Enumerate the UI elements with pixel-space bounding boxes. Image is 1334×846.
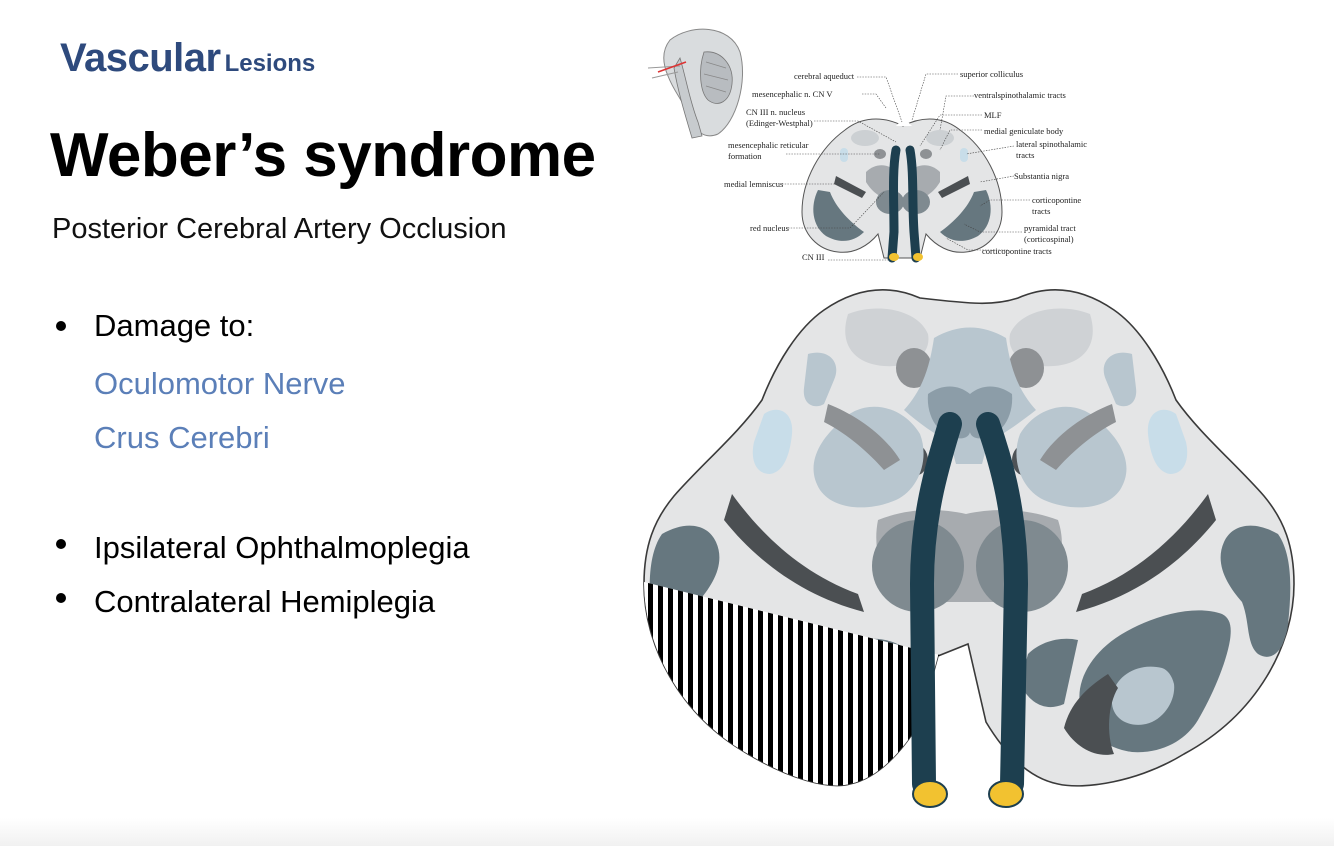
damage-item-oculomotor-nerve: Oculomotor Nerve — [52, 357, 470, 411]
label-edinger-westphal: (Edinger-Westphal) — [746, 118, 813, 128]
label-red-nucleus: red nucleus — [750, 223, 789, 233]
label-reticular-formation-1: mesencephalic reticular — [728, 140, 809, 150]
bullet-dot — [56, 593, 66, 603]
label-medial-geniculate: medial geniculate body — [984, 126, 1064, 136]
slide-footer — [0, 818, 1334, 846]
label-cerebral-aqueduct: cerebral aqueduct — [794, 71, 855, 81]
slide-title: Weber’s syndrome — [50, 120, 596, 191]
damage-item-crus-cerebri: Crus Cerebri — [52, 411, 470, 465]
heading-word-small: Lesions — [225, 50, 316, 77]
label-mlf: MLF — [984, 110, 1002, 120]
label-corticopontine-tracts: corticopontine tracts — [982, 246, 1052, 256]
label-pyramidal-1: pyramidal tract — [1024, 223, 1076, 233]
bullet-dot — [56, 539, 66, 549]
nerve-tip-left — [913, 781, 947, 807]
label-pyramidal-2: (corticospinal) — [1024, 234, 1074, 244]
bullet-dot — [56, 321, 66, 331]
bullet-effect-ophthalmoplegia: Ipsilateral Ophthalmoplegia — [52, 521, 470, 575]
label-ventral-spinothalamic: ventralspinothalamic tracts — [974, 90, 1066, 100]
label-medial-lemniscus: medial lemniscus — [724, 179, 783, 189]
label-cn3-nucleus: CN III n. nucleus — [746, 107, 805, 117]
midbrain-cross-section-small — [802, 118, 1002, 261]
effect-ophthalmoplegia: Ipsilateral Ophthalmoplegia — [94, 530, 470, 565]
bullet-list: Damage to: Oculomotor Nerve Crus Cerebri… — [52, 303, 470, 629]
effect-hemiplegia: Contralateral Hemiplegia — [94, 584, 435, 619]
label-cn3: CN III — [802, 252, 825, 262]
damage-label: Damage to: — [94, 308, 254, 343]
label-superior-colliculus: superior colliculus — [960, 69, 1023, 79]
nerve-tip-right — [989, 781, 1023, 807]
slide-subtitle: Posterior Cerebral Artery Occlusion — [52, 213, 507, 246]
labeled-midbrain-diagram: cerebral aqueduct mesencephalic n. CN V … — [640, 22, 1110, 272]
bullet-damage: Damage to: — [52, 303, 470, 357]
label-corticopontine-1: corticopontine — [1032, 195, 1081, 205]
midbrain-lesion-diagram — [638, 284, 1302, 814]
label-lateral-spinothalamic-2: tracts — [1016, 150, 1034, 160]
label-reticular-formation-2: formation — [728, 151, 762, 161]
sagittal-brain-thumbnail — [648, 29, 743, 138]
label-substantia-nigra: Substantia nigra — [1014, 171, 1069, 181]
label-corticopontine-2: tracts — [1032, 206, 1050, 216]
heading-word-large: Vascular — [60, 36, 221, 80]
label-lateral-spinothalamic-1: lateral spinothalamic — [1016, 139, 1087, 149]
label-mesencephalic-cn-v: mesencephalic n. CN V — [752, 89, 833, 99]
bullet-effect-hemiplegia: Contralateral Hemiplegia — [52, 575, 470, 629]
